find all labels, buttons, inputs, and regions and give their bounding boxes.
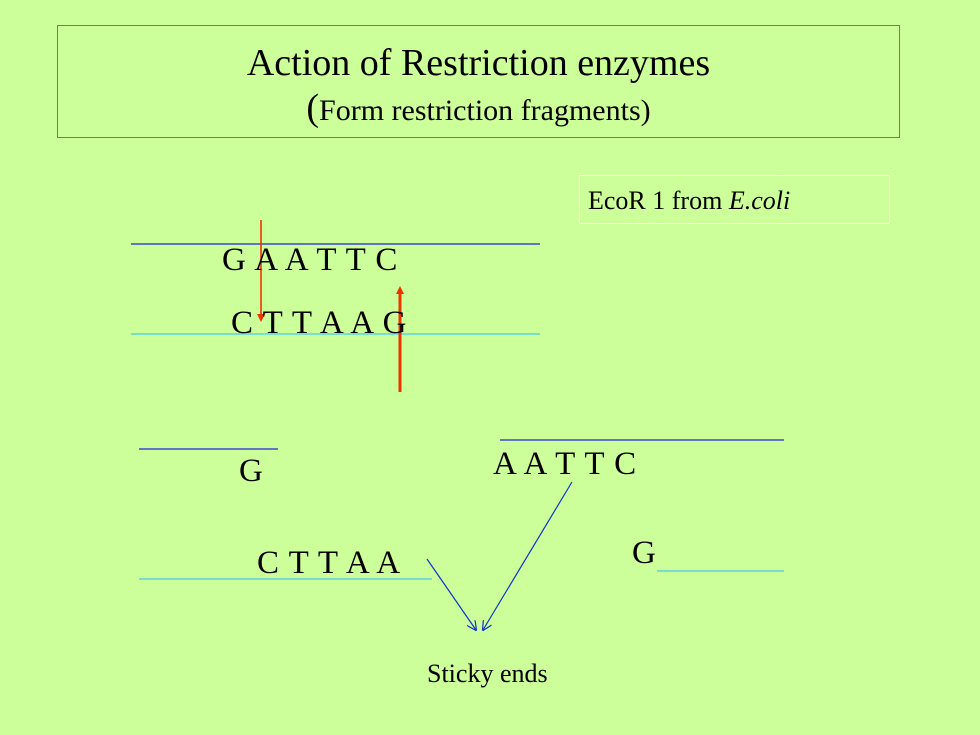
left-fragment-bottom-sequence: C T T A A <box>257 545 402 581</box>
slide-title: Action of Restriction enzymes <box>246 42 711 84</box>
right-fragment-top-sequence: A A T T C <box>493 446 638 482</box>
sticky-ends-caption: Sticky ends <box>427 659 548 688</box>
subtitle-text: Form restriction fragments) <box>319 94 651 127</box>
right-sticky-end-arrow <box>483 481 573 630</box>
enzyme-label: EcoR 1 from E.coli <box>579 175 890 224</box>
title-box: Action of Restriction enzymes (Form rest… <box>57 25 900 138</box>
right-fragment-bottom-sequence: G <box>632 535 657 571</box>
subtitle-open-paren: ( <box>306 87 320 129</box>
left-fragment-top-sequence: G <box>239 453 264 489</box>
enzyme-label-prefix: EcoR 1 from <box>588 186 729 215</box>
slide-subtitle: (Form restriction fragments) <box>58 88 899 131</box>
bottom-strand-sequence: C T T A A G <box>231 305 408 341</box>
top-strand-sequence: G A A T T C <box>222 242 399 278</box>
enzyme-label-organism: E.coli <box>728 186 791 215</box>
left-sticky-end-arrow <box>426 558 476 630</box>
